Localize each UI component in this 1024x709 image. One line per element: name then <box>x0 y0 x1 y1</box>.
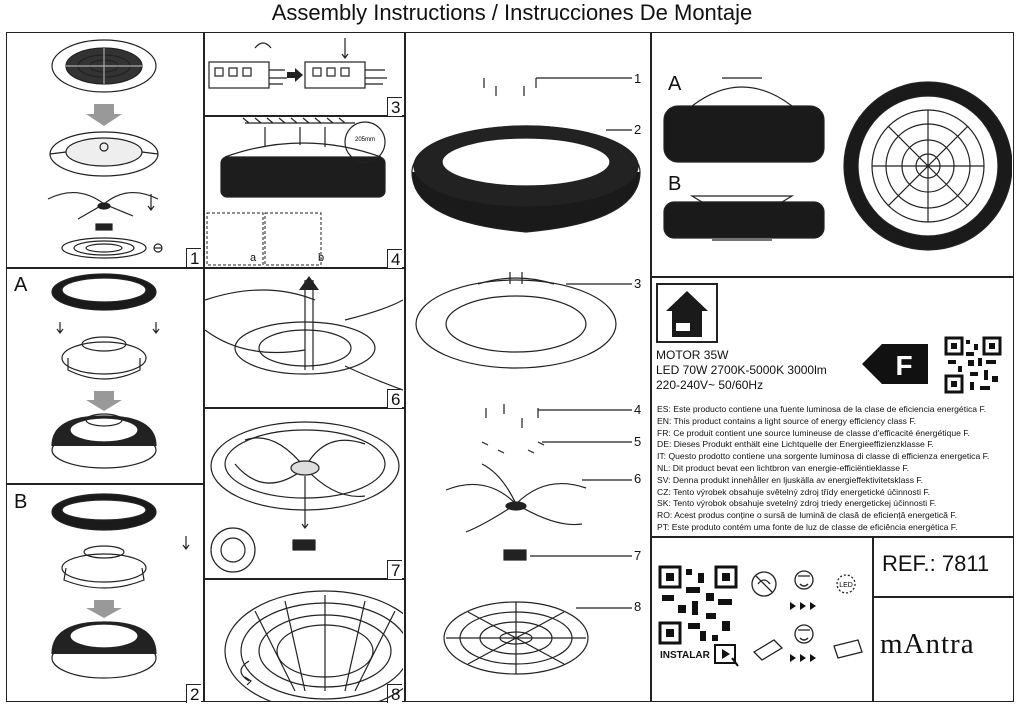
step2a-illustration <box>51 273 160 469</box>
step2b-illustration <box>51 493 190 679</box>
variant-label-b: B <box>668 173 682 195</box>
step7-motor-illustration <box>210 421 400 573</box>
step-number: 2 <box>186 684 202 703</box>
step-number: 1 <box>186 248 202 267</box>
energy-line: PT: Este produto contém uma fonte de luz… <box>657 521 958 532</box>
variant-label-b: B <box>14 491 28 513</box>
energy-line: CZ: Tento výrobek obsahuje světelný zdro… <box>657 486 931 497</box>
energy-line: NL: Dit product bevat een lichtbron van … <box>657 462 910 473</box>
step-number: 6 <box>387 389 403 408</box>
part-number: 7 <box>634 548 642 563</box>
motor-spec: MOTOR 35W <box>656 348 729 362</box>
part-number: 8 <box>634 599 642 614</box>
step-number: 4 <box>387 249 403 268</box>
exploded-parts-view <box>411 77 641 675</box>
step-number: 7 <box>387 560 403 579</box>
energy-class-arrow: F <box>862 344 928 384</box>
video-play-icon <box>714 644 739 667</box>
energy-line: RO: Acest produs conține o sursă de lumi… <box>657 510 957 521</box>
step-number: 3 <box>387 97 403 116</box>
energy-line: SV: Denna produkt innehåller en ljuskäll… <box>657 474 924 485</box>
energy-line: SK: Tento výrobok obsahuje svetelný zdro… <box>657 498 937 509</box>
brand-logo: mAntra <box>880 628 975 660</box>
variant-label-a: A <box>668 73 682 95</box>
part-number: 2 <box>634 122 642 137</box>
install-qr-code-icon <box>658 565 738 645</box>
variant-label-a: A <box>14 274 28 296</box>
step1-illustration <box>47 39 163 259</box>
divider <box>204 267 405 269</box>
part-number: 1 <box>634 71 642 86</box>
energy-class-letter: F <box>895 350 912 381</box>
ceiling-size-label: 205mm <box>355 137 375 143</box>
step8-grille-illustration <box>224 590 403 701</box>
led-spec: LED 70W 2700K-5000K 3000lm <box>656 363 827 377</box>
divider <box>204 115 405 117</box>
power-spec: 220-240V~ 50/60Hz <box>656 378 764 392</box>
divider <box>650 536 1014 538</box>
energy-line: DE: Dieses Produkt enthält eine Lichtque… <box>657 439 934 450</box>
energy-line: IT: Questo prodotto contiene una sorgent… <box>657 451 990 462</box>
divider <box>204 407 405 409</box>
part-number: 3 <box>634 276 642 291</box>
energy-line: FR: Ce produit contient une source lumin… <box>657 427 970 438</box>
divider <box>404 32 406 702</box>
led-icon-label: LED <box>839 582 853 589</box>
safety-icons: LED <box>751 570 863 662</box>
page-title: Assembly Instructions / Instrucciones De… <box>271 0 753 25</box>
instruction-sheet-frame <box>6 32 1014 702</box>
energy-efficiency-statements: ES: Este producto contiene una fuente lu… <box>657 404 989 534</box>
qr-code-icon <box>944 336 1002 394</box>
energy-line: EN: This product contains a light source… <box>657 415 917 426</box>
install-link-label: INSTALAR <box>660 650 710 661</box>
part-number: 5 <box>634 434 642 449</box>
divider <box>6 267 204 269</box>
divider <box>204 578 405 580</box>
step3-wiring-illustration <box>208 38 387 89</box>
divider <box>203 268 205 702</box>
energy-line: ES: Este producto contiene una fuente lu… <box>657 404 987 414</box>
divider <box>872 596 1014 598</box>
home-indoor-icon <box>656 283 718 343</box>
divider <box>650 276 1014 278</box>
variant-views-illustration <box>663 77 1012 251</box>
step4-mounting-illustration: 205mm <box>206 117 386 266</box>
reference-number: REF.: 7811 <box>882 551 990 576</box>
divider <box>872 536 874 702</box>
divider <box>650 32 652 702</box>
divider <box>203 32 205 270</box>
step6-blade-illustration <box>205 276 403 391</box>
part-number: 4 <box>634 402 642 417</box>
sub-label-a: a <box>250 252 257 264</box>
part-number: 6 <box>634 471 642 486</box>
divider <box>6 483 204 485</box>
